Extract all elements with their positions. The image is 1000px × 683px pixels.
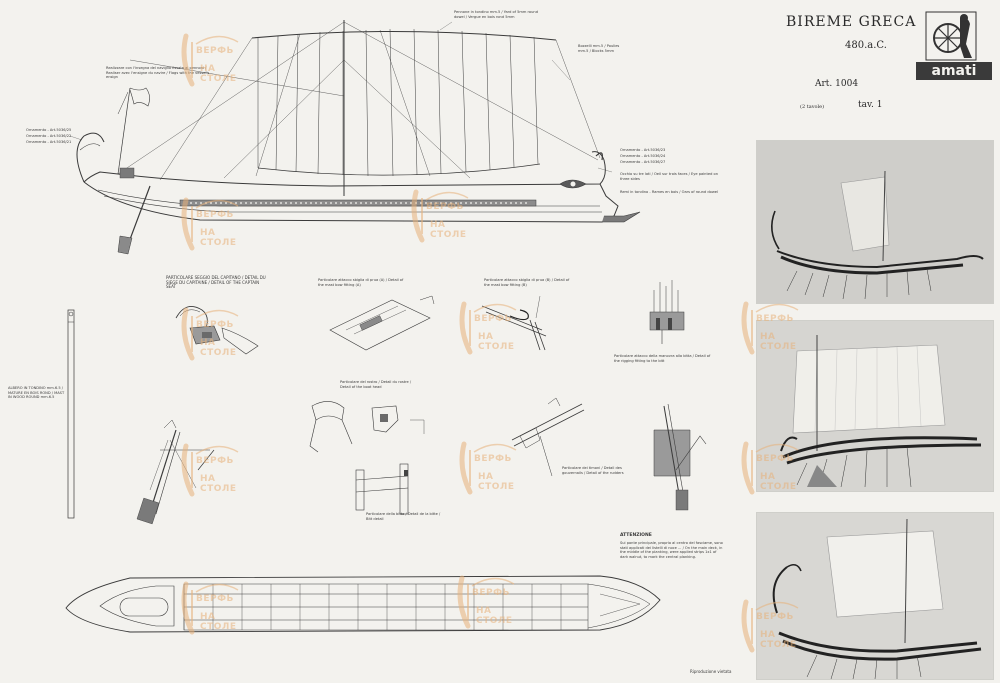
ornament-right-1: Ornamento - Art.5036/23 — [620, 148, 666, 152]
amati-logo-text: amati — [931, 63, 977, 79]
sail-rig-note: Pennone in tondino mm.5 / Yard of 5mm ro… — [454, 10, 538, 19]
watermark-hull-icon — [411, 189, 469, 243]
bitt-detail-drawing — [355, 463, 409, 515]
ornament-left-2: Ornamento - Art.5036/22 — [26, 134, 72, 138]
mast-fitting-a — [329, 295, 435, 351]
captain-seat-detail — [175, 306, 259, 355]
mast-fitting-b — [481, 295, 547, 351]
side-elevation — [69, 20, 641, 255]
watermark-hull-icon — [741, 599, 799, 653]
block-note: Bozzelli mm.5 / Poulies mm.5 / Blocks 5m… — [578, 44, 620, 53]
ornament-left-1: Ornamento - Art.5036/25 — [26, 128, 72, 132]
mast-detail — [67, 309, 75, 519]
mast-note: ALBERO IN TONDINO mm.6.5 / MATURE EN BOI… — [8, 386, 65, 400]
watermark-hull-icon — [181, 307, 239, 361]
photo-model-bow — [756, 320, 994, 492]
bitt-detail-label: Particolare della bitta / Detail de la b… — [366, 512, 441, 521]
captain-seat-label: PARTICOLARE SEGGIO DEL CAPITANO / DETAIL… — [166, 275, 266, 290]
ship-date: 480.a.C. — [845, 40, 887, 51]
attention-title: ATTENZIONE — [620, 533, 652, 538]
attention-text: Sui ponte principale, proprio al centro … — [620, 541, 723, 559]
watermark-hull-icon — [459, 441, 517, 495]
flag-note: Realizzare con l'insegna del naviglio fi… — [106, 66, 210, 80]
sheet-count: (2 tavole) — [800, 104, 825, 110]
watermark-hull-icon — [181, 581, 239, 635]
article-number: Art. 1004 — [815, 79, 859, 89]
rigging-fitting-label: Particolare attacco della manovra alla b… — [614, 354, 711, 363]
rigging-bitt-detail — [649, 280, 685, 344]
photo-model-side — [756, 140, 994, 304]
watermark-hull-icon — [181, 443, 239, 497]
watermark-hull-icon — [459, 301, 517, 355]
rudder-detail-drawing — [511, 397, 585, 477]
craftsman-logo-icon — [916, 11, 992, 80]
reproduction-note: Riproduzione vietata — [690, 669, 732, 674]
watermark-hull-icon — [741, 301, 799, 355]
ornament-right-3: Ornamento - Art.5036/27 — [620, 160, 666, 164]
watermark-hull-icon — [181, 197, 239, 251]
watermark-hull-icon — [181, 33, 239, 87]
boat-head-detail — [309, 401, 425, 453]
photo-model-stern — [756, 512, 994, 680]
deck-plan — [65, 575, 661, 633]
oar-note: Remi in tondino - Rames en bois / Oars o… — [620, 190, 718, 194]
mast-fitting-a-label: Particolare attacco sbiglia di prua (A) … — [318, 278, 404, 287]
rudder-detail-label: Particolare dei timoni / Detail des gouv… — [562, 466, 624, 475]
mast-fitting-b-label: Particolare attacco sbiglia di prua (B) … — [484, 278, 570, 287]
stern-fitting-detail — [653, 403, 707, 511]
watermark-hull-icon — [741, 441, 799, 495]
ornament-right-2: Ornamento - Art.5036/24 — [620, 154, 666, 158]
amati-logo: amati — [916, 8, 992, 80]
ram-detail-label: Particolare del rostro / Detail du rostr… — [340, 380, 412, 389]
watermark-hull-icon — [457, 575, 515, 629]
ornament-left-3: Ornamento - Art.5036/21 — [26, 140, 72, 144]
table-number: tav. 1 — [858, 100, 883, 110]
ship-title: BIREME GRECA — [786, 14, 917, 30]
eye-note: Occhio su tre lati / Oeil sur trois face… — [620, 172, 718, 181]
